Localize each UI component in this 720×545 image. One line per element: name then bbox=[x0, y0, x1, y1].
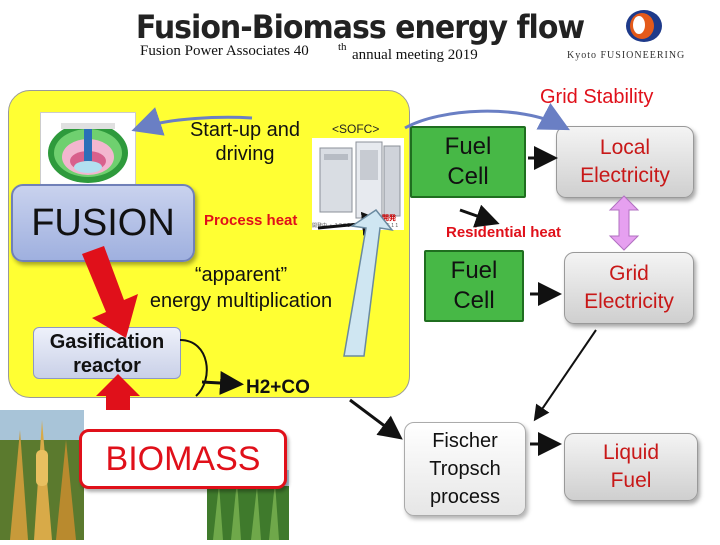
biomass-to-gasification-arrow bbox=[96, 374, 140, 410]
fuel-cell-top-line-2: Cell bbox=[447, 163, 489, 190]
company-logo-text: Kyoto FUSIONEERING bbox=[567, 50, 686, 61]
local-electricity-line-1: Local bbox=[599, 136, 651, 159]
gasification-line-1: Gasification bbox=[49, 331, 165, 353]
gasification-reactor-box: Gasification reactor bbox=[33, 327, 181, 379]
apparent-line-2: energy multiplication bbox=[149, 290, 333, 312]
fischer-tropsch-box: Fischer Tropsch process bbox=[404, 422, 526, 516]
sofc-tag: <SOFC> bbox=[332, 122, 380, 136]
startup-arrow bbox=[131, 107, 253, 136]
liquid-fuel-line-2: Fuel bbox=[610, 469, 652, 492]
fischer-line-1: Fischer bbox=[432, 430, 498, 452]
startup-line-2: driving bbox=[215, 143, 275, 165]
local-grid-exchange-arrow bbox=[608, 195, 640, 251]
fusion-label: FUSION bbox=[31, 201, 175, 244]
process-heat-label: Process heat bbox=[204, 212, 298, 229]
grid-to-fischer-arrow bbox=[533, 329, 597, 422]
fischer-line-3: process bbox=[429, 486, 500, 508]
subtitle-meeting: annual meeting 2019 bbox=[352, 47, 478, 63]
grid-electricity-line-1: Grid bbox=[609, 262, 649, 285]
sofc-mark: 開発 bbox=[382, 215, 396, 222]
startup-line-1: Start-up and bbox=[189, 119, 301, 141]
biomass-label: BIOMASS bbox=[105, 439, 261, 478]
fuel-cell-box-bottom: Fuel Cell bbox=[424, 250, 524, 322]
syngas-to-fischer-arrow bbox=[349, 398, 403, 440]
grid-stability-arrow bbox=[404, 102, 570, 131]
corn-photo bbox=[0, 410, 84, 540]
corn-field-icon bbox=[0, 410, 84, 540]
company-logo-icon bbox=[626, 10, 662, 42]
page-title: Fusion-Biomass energy flow bbox=[135, 8, 585, 47]
energy-multiplication-arrow bbox=[343, 208, 394, 357]
gasification-line-2: reactor bbox=[73, 355, 141, 377]
sofc-cabinet-icon bbox=[319, 141, 401, 219]
biomass-box: BIOMASS bbox=[79, 429, 287, 489]
residential-heat-arrow bbox=[459, 204, 500, 228]
subtitle-event: Fusion Power Associates 40 bbox=[140, 43, 309, 59]
tokamak-image bbox=[40, 112, 136, 190]
fuel-cell-top-line-1: Fuel bbox=[444, 133, 492, 160]
liquid-fuel-line-1: Liquid bbox=[602, 441, 660, 464]
gasification-to-syngas-curve bbox=[179, 339, 208, 397]
grid-stability-label: Grid Stability bbox=[540, 86, 654, 108]
startup-label: Start-up and driving bbox=[150, 118, 340, 166]
residential-heat-label: Residential heat bbox=[446, 224, 562, 241]
fusion-to-gasification-arrow bbox=[82, 246, 138, 338]
local-electricity-box: Local Electricity bbox=[556, 126, 694, 198]
sofc-unit-image bbox=[312, 138, 404, 230]
syngas-label: H2+CO bbox=[246, 377, 310, 398]
fuel-cell-bottom-line-1: Fuel bbox=[450, 257, 498, 284]
energy-multiplication-label: “apparent” energy multiplication bbox=[128, 262, 354, 314]
subtitle-superscript: th bbox=[338, 41, 347, 53]
fischer-line-2: Tropsch bbox=[429, 458, 501, 480]
fuel-cell-box-top: Fuel Cell bbox=[410, 126, 526, 198]
apparent-line-1: “apparent” bbox=[194, 264, 288, 286]
tokamak-icon bbox=[48, 123, 128, 183]
fuel-cell-bottom-line-2: Cell bbox=[453, 287, 495, 314]
local-electricity-line-2: Electricity bbox=[580, 164, 670, 187]
grid-electricity-line-2: Electricity bbox=[584, 290, 674, 313]
syngas-arrow bbox=[201, 371, 244, 395]
liquid-fuel-box: Liquid Fuel bbox=[564, 433, 698, 501]
grid-electricity-box: Grid Electricity bbox=[564, 252, 694, 324]
